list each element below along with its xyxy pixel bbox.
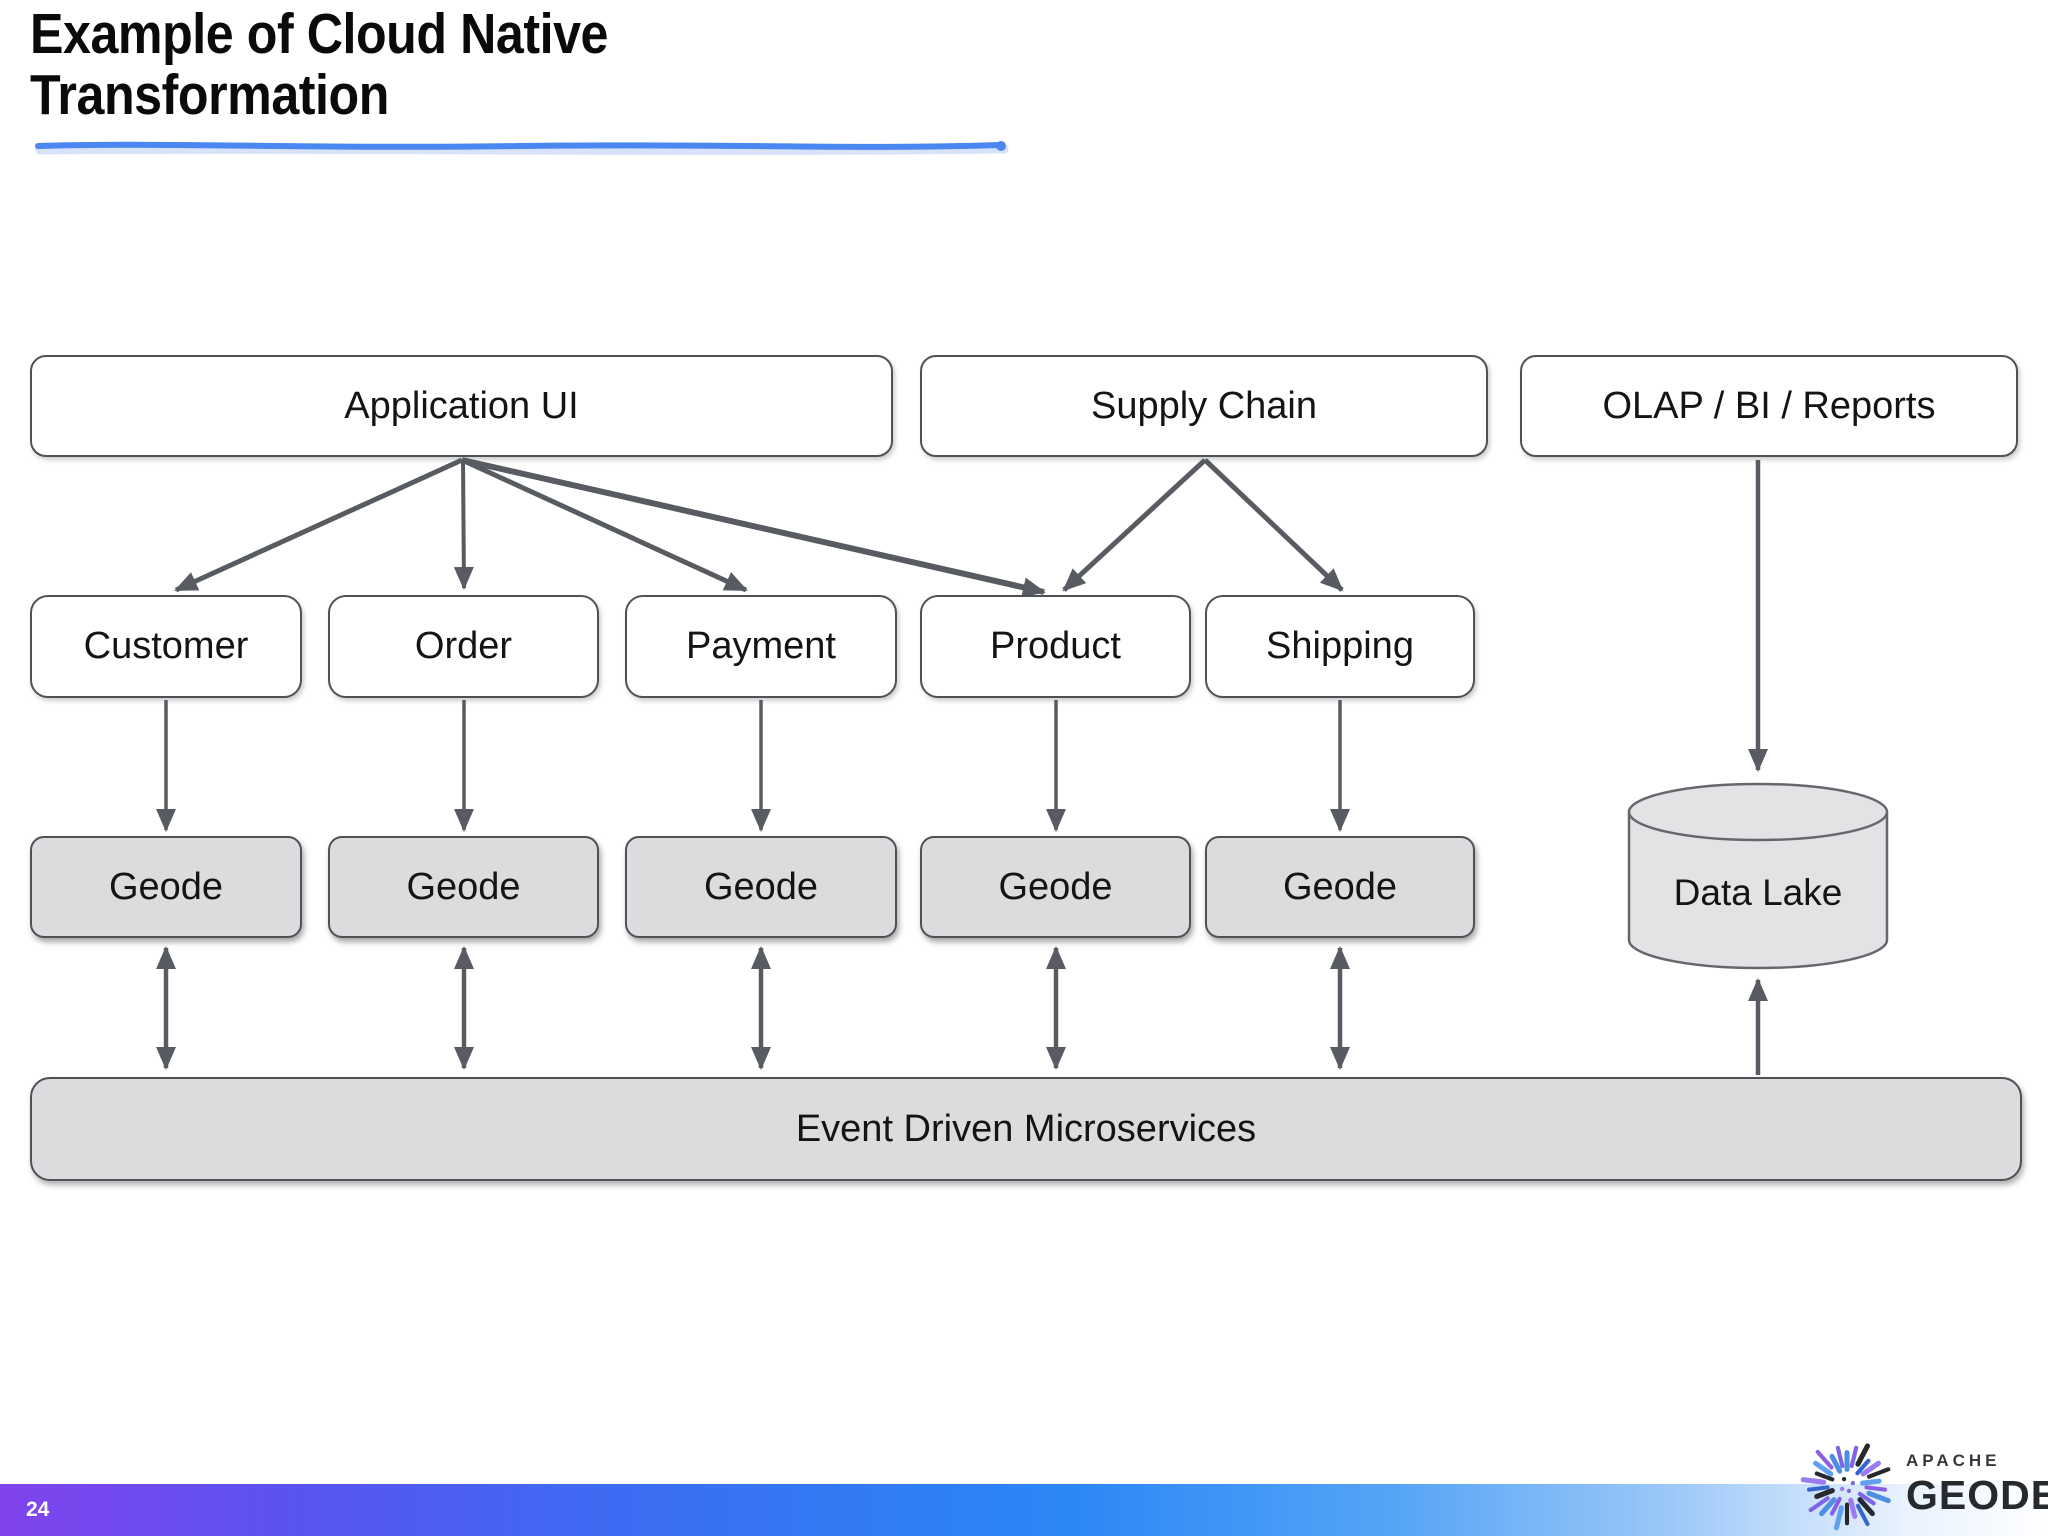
- node-geode-label: Geode: [703, 865, 819, 908]
- page-title: Example of Cloud Native Transformation: [30, 4, 608, 126]
- node-olap-bi-reports: OLAP / BI / Reports: [1520, 355, 2018, 457]
- node-geode-label: Geode: [108, 865, 224, 908]
- node-application-ui: Application UI: [30, 355, 893, 457]
- page-number: 24: [26, 1498, 50, 1521]
- node-geode-payment: Geode: [625, 836, 897, 938]
- node-customer-label: Customer: [83, 625, 249, 667]
- database-cylinder-icon: [1627, 782, 1889, 970]
- node-payment: Payment: [625, 595, 897, 698]
- geode-starburst-icon: [1800, 1443, 1891, 1531]
- arrow-appui-payment: [460, 457, 748, 593]
- node-data-lake-label: Data Lake: [1673, 872, 1843, 913]
- node-order-label: Order: [414, 625, 513, 667]
- apache-geode-logo-text: APACHE GEODE: [1906, 1451, 2048, 1519]
- node-payment-label: Payment: [686, 625, 836, 667]
- node-geode-label: Geode: [1282, 865, 1398, 908]
- node-application-ui-label: Application UI: [344, 384, 579, 427]
- node-product-label: Product: [990, 625, 1121, 667]
- node-shipping-label: Shipping: [1266, 625, 1414, 667]
- node-product: Product: [920, 595, 1191, 698]
- arrow-supply-shipping: [1203, 458, 1344, 592]
- node-order: Order: [328, 595, 599, 698]
- node-geode-label: Geode: [406, 865, 521, 908]
- footer-bar: 24: [0, 1484, 2048, 1536]
- node-geode-order: Geode: [328, 836, 599, 938]
- page-title-line1: Example of Cloud Native: [30, 2, 608, 66]
- node-event-driven-microservices: Event Driven Microservices: [30, 1077, 2022, 1181]
- logo-apache-label: APACHE: [1906, 1451, 2001, 1470]
- node-data-lake: Data Lake: [1627, 780, 1889, 972]
- node-event-driven-microservices-label: Event Driven Microservices: [795, 1107, 1257, 1150]
- node-customer: Customer: [30, 595, 302, 698]
- arrow-appui-product: [461, 457, 1046, 598]
- node-olap-bi-reports-label: OLAP / BI / Reports: [1602, 384, 1936, 427]
- page-title-line2: Transformation: [30, 62, 389, 127]
- node-geode-shipping: Geode: [1205, 836, 1475, 938]
- node-geode-customer: Geode: [30, 836, 302, 938]
- node-supply-chain: Supply Chain: [920, 355, 1488, 457]
- node-geode-label: Geode: [998, 865, 1113, 908]
- node-supply-chain-label: Supply Chain: [1090, 384, 1318, 427]
- arrow-appui-customer: [174, 457, 464, 593]
- apache-geode-logo: APACHE GEODE: [1798, 1436, 2048, 1534]
- arrow-appui-order: [453, 459, 474, 590]
- node-geode-product: Geode: [920, 836, 1191, 938]
- logo-geode-label: GEODE: [1906, 1472, 2048, 1518]
- node-shipping: Shipping: [1205, 595, 1475, 698]
- arrow-supply-product: [1062, 458, 1207, 592]
